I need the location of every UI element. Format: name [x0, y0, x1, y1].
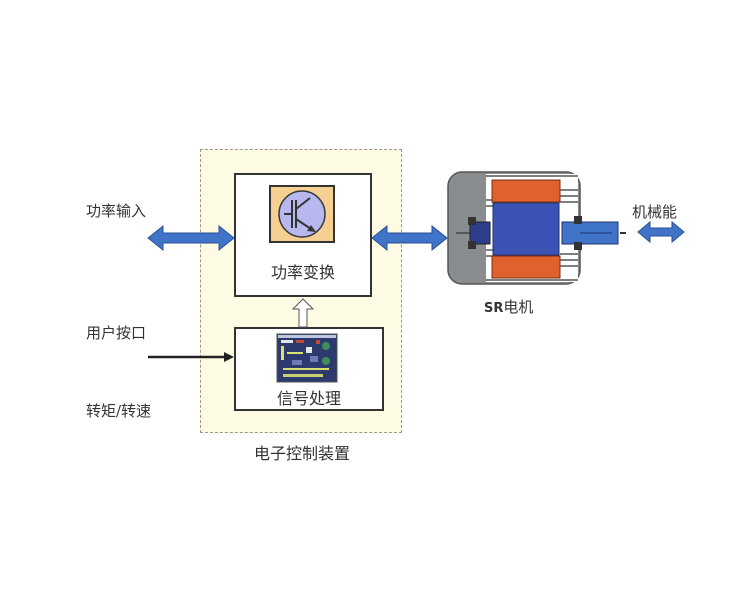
- circuit-board-icon: [276, 333, 338, 383]
- mechanical-energy-label: 机械能: [632, 203, 678, 221]
- signal-processing-label: 信号处理: [276, 389, 341, 408]
- power-conversion-label: 功率变换: [270, 263, 335, 282]
- sr-motor-icon: [447, 171, 626, 285]
- torque-speed-label: 转矩/转速: [86, 402, 152, 420]
- signal-to-power-arrow: [291, 298, 315, 328]
- transistor-icon: [269, 185, 335, 243]
- ecu-caption: 电子控制装置: [254, 444, 351, 463]
- user-interface-label: 用户按口: [86, 324, 147, 342]
- sr-motor-label: SR电机: [484, 296, 533, 317]
- power-to-motor-arrow: [371, 224, 448, 252]
- power-input-label: 功率输入: [86, 202, 147, 220]
- power-input-arrow: [147, 224, 235, 252]
- user-input-arrow: [148, 352, 234, 362]
- sr-motor-label-prefix: SR: [484, 301, 504, 316]
- mechanical-energy-arrow: [637, 220, 685, 244]
- sr-motor-label-suffix: 电机: [503, 298, 534, 316]
